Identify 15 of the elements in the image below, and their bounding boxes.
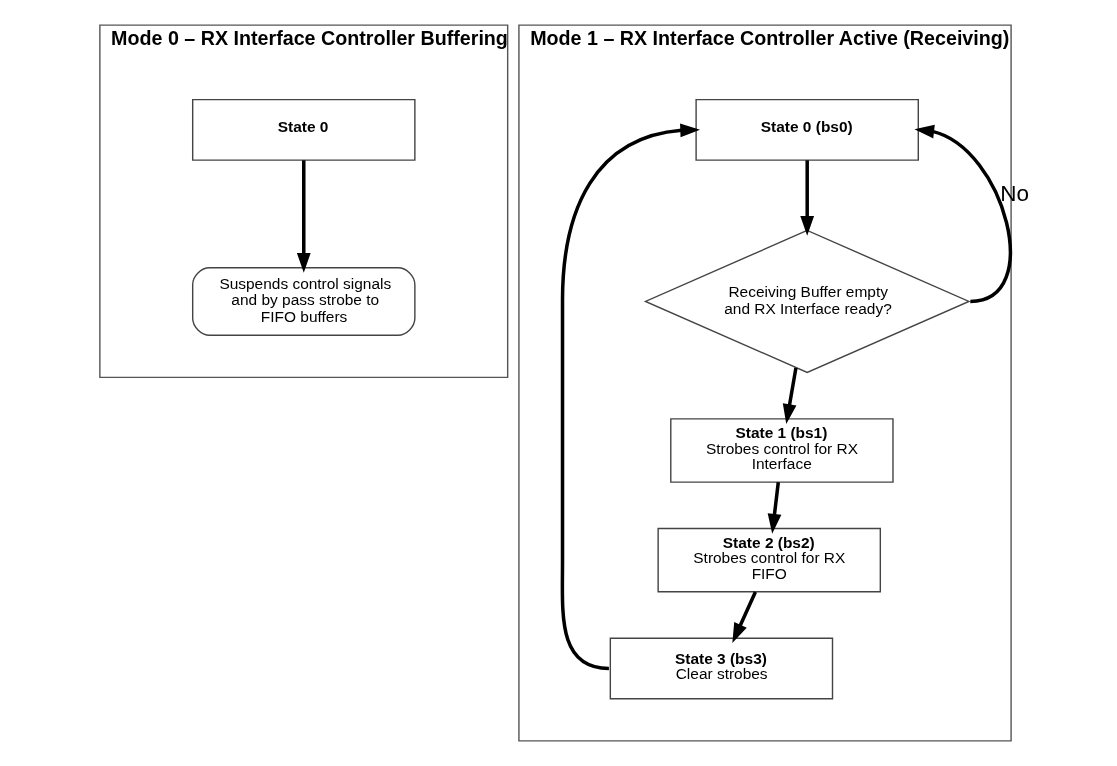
arrow [913, 124, 1012, 304]
arrow [767, 482, 781, 534]
node-box: State 2 (bs2) Strobes control for RX FIFO [656, 527, 881, 593]
node-box: State 3 (bs3) Clear strobes [609, 637, 833, 700]
node-box: State 1 (bs1) Strobes control for RX Interface [669, 418, 894, 483]
node-box: State 0 [191, 98, 416, 161]
arrow [782, 367, 798, 424]
node-box: Suspends control signals and by pass strobe to FIFO buffers [191, 267, 416, 336]
arrow [560, 123, 700, 671]
arrow [731, 591, 757, 643]
arrow [296, 160, 311, 273]
node-box: State 0 (bs0) [694, 98, 919, 161]
node-diamond: Receiving Buffer empty and RX Interface ready? [643, 229, 971, 374]
edge-label: No [999, 180, 1029, 206]
arrow [799, 160, 814, 236]
